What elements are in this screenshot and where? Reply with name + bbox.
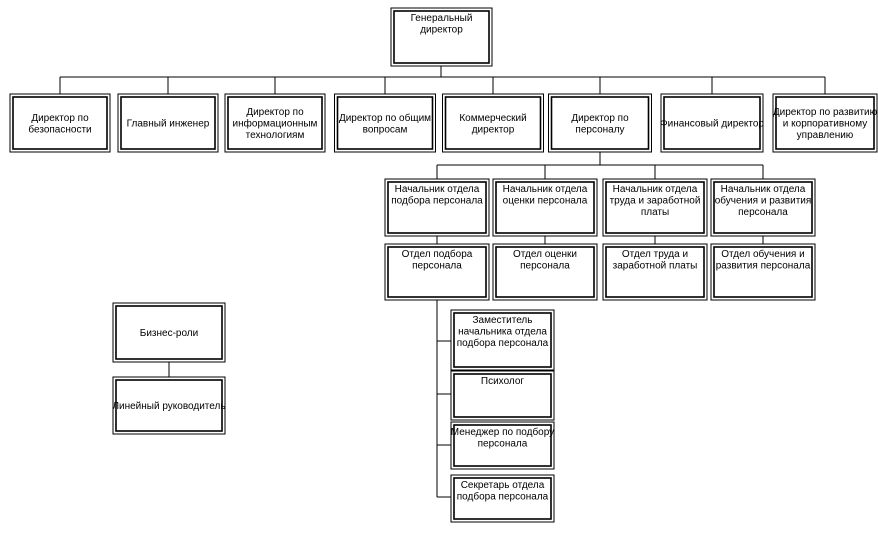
legend-line-manager-box: Линейный руководитель xyxy=(112,376,226,435)
department-box-3-inner-frame xyxy=(713,246,813,298)
director-box-3-inner-frame xyxy=(336,96,434,150)
department-box-0-inner-frame xyxy=(387,246,487,298)
staff-box-0-inner-frame xyxy=(453,312,552,368)
legend-business-roles-box: Бизнес-роли xyxy=(112,302,226,363)
staff-box-2-inner-frame xyxy=(453,424,552,467)
director-box-2-inner-frame xyxy=(227,96,323,150)
connector-lines xyxy=(59,66,826,498)
legend-business-roles-box-label: Бизнес-роли xyxy=(140,328,198,339)
ceo-box-inner-frame xyxy=(393,10,490,64)
director-box-6: Финансовый директор xyxy=(660,93,764,153)
legend-business-roles-box-inner-frame xyxy=(115,305,223,360)
staff-box-1-label: Психолог xyxy=(481,376,525,387)
director-box-6-label: Финансовый директор xyxy=(660,119,764,130)
department-box-1-inner-frame xyxy=(495,246,595,298)
director-box-4-inner-frame xyxy=(444,96,542,150)
department-box-2-inner-frame xyxy=(605,246,705,298)
staff-box-1: Психолог xyxy=(450,370,555,421)
staff-box-1-inner-frame xyxy=(453,373,552,418)
director-box-1-label: Главный инженер xyxy=(127,119,210,130)
director-box-6-inner-frame xyxy=(663,96,761,150)
head-box-0-inner-frame xyxy=(387,181,487,234)
director-box-1-inner-frame xyxy=(120,96,216,150)
head-box-3-inner-frame xyxy=(713,181,813,234)
director-box-5-inner-frame xyxy=(550,96,650,150)
legend-line-manager-box-inner-frame xyxy=(115,379,223,432)
staff-box-3-inner-frame xyxy=(453,477,552,520)
legend-line-manager-box-label: Линейный руководитель xyxy=(112,401,225,412)
head-box-2-inner-frame xyxy=(605,181,705,234)
director-box-1: Главный инженер xyxy=(117,93,219,153)
head-box-1-inner-frame xyxy=(495,181,595,234)
director-box-7-inner-frame xyxy=(775,96,875,150)
director-box-0-inner-frame xyxy=(12,96,108,150)
